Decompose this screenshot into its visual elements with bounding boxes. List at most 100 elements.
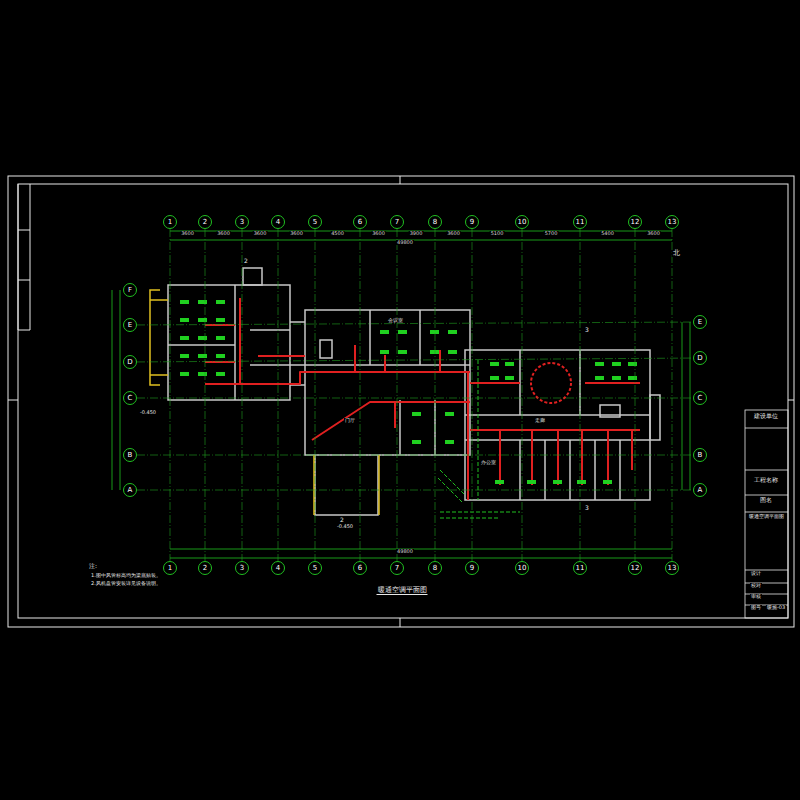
axis-number: B bbox=[693, 452, 707, 459]
dimension-text: 5100 bbox=[490, 231, 505, 236]
fan-coil-unit bbox=[412, 412, 421, 416]
room-name: 走廊 bbox=[534, 418, 546, 423]
axis-bubble: 11 bbox=[573, 215, 587, 229]
drawing-frame bbox=[8, 176, 794, 627]
fan-coil-unit bbox=[577, 480, 586, 484]
air-ducts-part bbox=[205, 372, 470, 384]
pipe-lines-part bbox=[440, 512, 520, 513]
fan-coil-unit bbox=[445, 440, 454, 444]
building-walls-part bbox=[168, 344, 235, 346]
dimension-lines-part bbox=[120, 290, 121, 490]
axis-number: 7 bbox=[390, 565, 404, 572]
axis-bubble: 5 bbox=[308, 215, 322, 229]
bubble-circle bbox=[236, 216, 249, 229]
fan-coil-unit bbox=[505, 376, 514, 380]
dimension-text: 3600 bbox=[371, 231, 386, 236]
axis-grid-line bbox=[360, 229, 361, 561]
building-walls-part bbox=[419, 310, 421, 365]
air-ducts-part bbox=[312, 402, 470, 440]
drawing-frame-part bbox=[18, 280, 30, 281]
axis-number: 5 bbox=[308, 219, 322, 226]
building-walls-part bbox=[305, 310, 470, 455]
bubble-circle bbox=[199, 216, 212, 229]
air-ducts-part bbox=[239, 298, 241, 384]
building-walls-part bbox=[544, 440, 546, 500]
bubble-circle bbox=[694, 449, 707, 462]
drawing-frame-part bbox=[18, 230, 30, 231]
fan-coil-unit bbox=[490, 362, 499, 366]
fan-coil-unit bbox=[495, 480, 504, 484]
axis-number: F bbox=[123, 287, 137, 294]
dimension-text: 3600 bbox=[253, 231, 268, 236]
axis-grid-line bbox=[137, 358, 693, 362]
building-walls-part bbox=[250, 364, 305, 366]
bubble-circle bbox=[164, 216, 177, 229]
title-block bbox=[745, 410, 788, 618]
drawing-frame-part bbox=[400, 176, 401, 184]
dimension-text: 3600 bbox=[216, 231, 231, 236]
stair-rails-part bbox=[150, 374, 168, 376]
section-mark: 2 bbox=[339, 517, 345, 523]
bubble-circle bbox=[236, 562, 249, 575]
bubble-circle bbox=[666, 562, 679, 575]
axis-number: 11 bbox=[573, 219, 587, 226]
fan-coil-unit bbox=[445, 412, 454, 416]
axis-bubble: 12 bbox=[628, 215, 642, 229]
room-name: 办公室 bbox=[480, 460, 497, 465]
axis-bubble: 13 bbox=[665, 215, 679, 229]
bubble-circle bbox=[629, 216, 642, 229]
building-walls-part bbox=[650, 395, 660, 440]
axis-bubble: E bbox=[123, 318, 137, 332]
bubble-circle bbox=[124, 449, 137, 462]
bubble-circle bbox=[694, 392, 707, 405]
building-walls-part bbox=[569, 440, 571, 500]
axis-number: 2 bbox=[198, 219, 212, 226]
air-ducts-part bbox=[631, 430, 633, 470]
axis-grid-line bbox=[435, 229, 436, 561]
axis-grid-line bbox=[580, 229, 581, 561]
dimension-text: 5700 bbox=[544, 231, 559, 236]
axis-grid-line bbox=[242, 229, 243, 561]
axis-number: 8 bbox=[428, 565, 442, 572]
building-walls-part bbox=[290, 321, 305, 323]
title-block-part bbox=[745, 428, 788, 429]
dimension-lines-part bbox=[682, 322, 683, 490]
axis-number: B bbox=[123, 452, 137, 459]
dimension-lines-part bbox=[170, 240, 672, 241]
axis-bubble: 9 bbox=[465, 215, 479, 229]
axis-grid-line bbox=[137, 455, 693, 456]
bubble-circle bbox=[124, 392, 137, 405]
axis-number: 4 bbox=[271, 219, 285, 226]
axis-number: D bbox=[693, 355, 707, 362]
air-ducts-part bbox=[258, 355, 305, 357]
axis-number: C bbox=[123, 395, 137, 402]
axis-number: 12 bbox=[628, 565, 642, 572]
axis-bubble: B bbox=[693, 448, 707, 462]
fan-coil-unit bbox=[490, 376, 499, 380]
axis-bubble: 7 bbox=[390, 215, 404, 229]
dimension-lines-part bbox=[690, 322, 691, 490]
bubble-circle bbox=[574, 216, 587, 229]
stair-rails bbox=[150, 290, 379, 515]
axis-grid-line bbox=[205, 229, 206, 561]
axis-bubble: 11 bbox=[573, 561, 587, 575]
drawing-frame-part bbox=[788, 400, 794, 401]
air-ducts-part bbox=[581, 430, 583, 485]
axis-grid-line bbox=[672, 229, 673, 561]
title-block-cell: 暖施-03 bbox=[766, 605, 786, 610]
dimension-lines-part bbox=[112, 290, 113, 490]
air-ducts-part bbox=[531, 430, 533, 485]
axis-bubble: 10 bbox=[515, 215, 529, 229]
axis-bubble: 3 bbox=[235, 561, 249, 575]
dimension-lines-part bbox=[170, 549, 672, 550]
bubble-circle bbox=[391, 216, 404, 229]
fan-coil-unit bbox=[180, 318, 189, 322]
title-block-cell: 图名 bbox=[759, 497, 773, 503]
axis-bubble: C bbox=[693, 391, 707, 405]
axis-bubble: 7 bbox=[390, 561, 404, 575]
bubble-circle bbox=[694, 484, 707, 497]
fan-coil-unit bbox=[198, 372, 207, 376]
axis-number: C bbox=[693, 395, 707, 402]
fan-coil-unit bbox=[198, 318, 207, 322]
